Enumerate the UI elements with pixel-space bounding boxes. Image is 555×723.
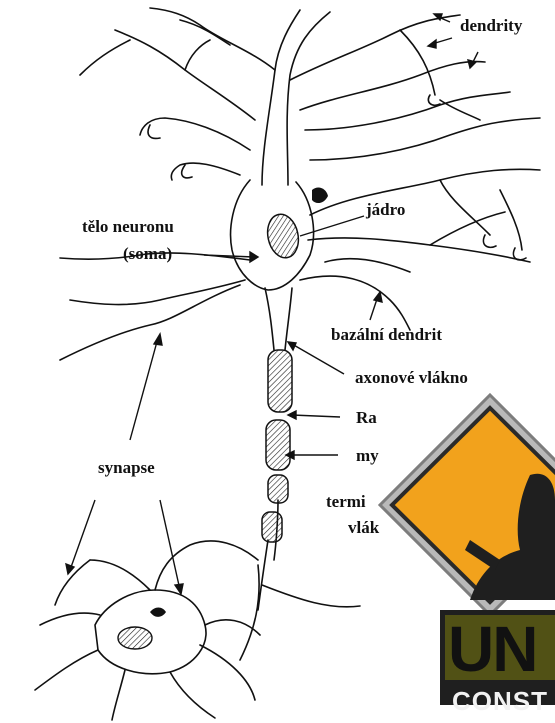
label-axonove-vlakno: axonové vlákno	[355, 368, 468, 388]
label-vlakno: vlák	[348, 518, 379, 538]
label-dendrity: dendrity	[460, 16, 522, 36]
label-jadro: jádro	[366, 200, 405, 220]
label-telo-neuronu: tělo neuronu	[82, 217, 174, 237]
badge-small-text: CONST	[452, 686, 548, 717]
lower-synapse-blob	[150, 608, 166, 617]
label-synapse: synapse	[98, 458, 155, 478]
label-bazalni-dendrit: bazální dendrit	[331, 325, 442, 345]
label-ranvier: Ra	[356, 408, 377, 428]
badge-big-text: UN	[448, 612, 536, 686]
upper-nucleus	[264, 211, 302, 260]
label-myelin: my	[356, 446, 379, 466]
lower-nucleus	[118, 627, 152, 649]
label-terminal: termi	[326, 492, 366, 512]
myelin-sheath	[262, 350, 292, 542]
label-soma: (soma)	[123, 244, 172, 264]
synapse-blob	[312, 188, 328, 204]
